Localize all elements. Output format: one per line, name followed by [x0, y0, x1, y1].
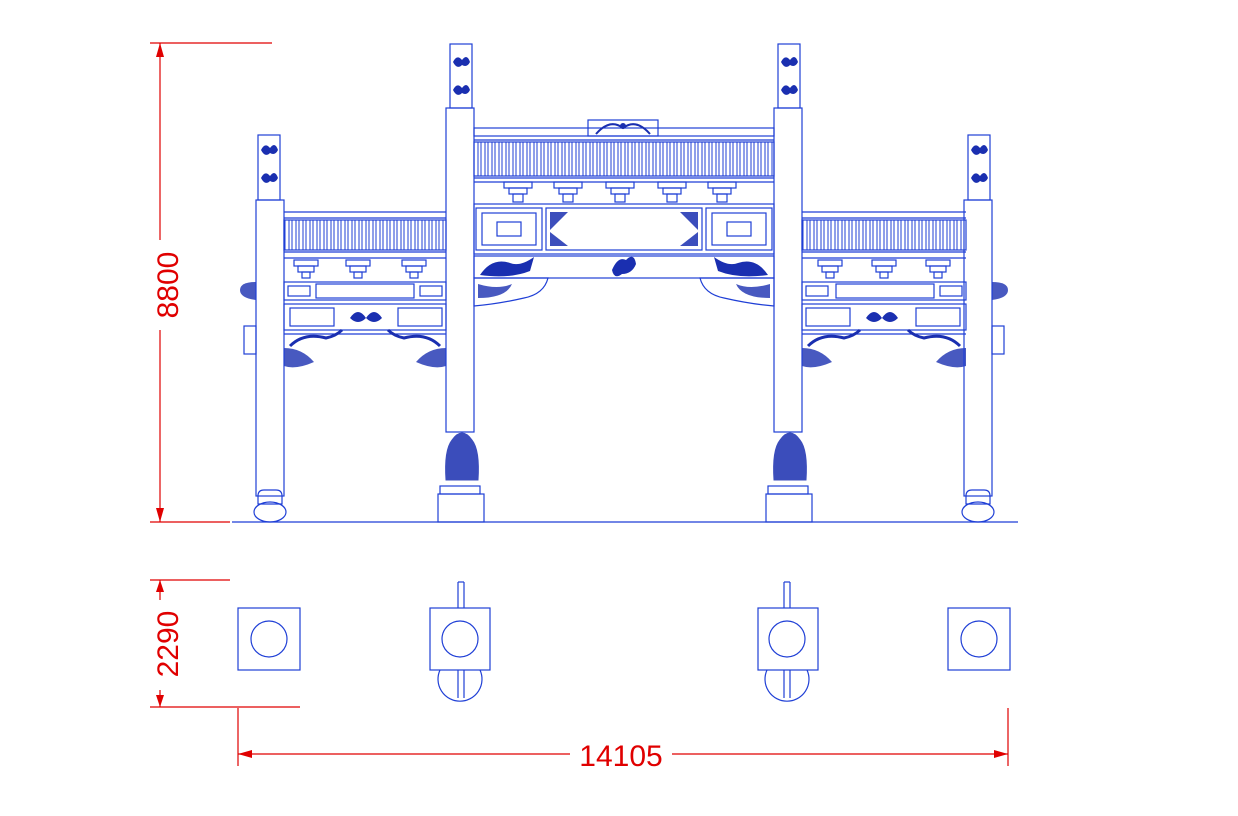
bracket-set [293, 259, 319, 279]
dimension-width: 14105 [237, 708, 1009, 773]
plan-footing-right-outer [947, 607, 1011, 671]
cloud-carving [971, 144, 988, 155]
pillar-right-inner [765, 43, 813, 523]
cloud-carving [781, 84, 798, 95]
dimension-height-label: 8800 [152, 252, 185, 319]
bracket-set [553, 181, 583, 203]
cloud-carving [261, 144, 278, 155]
cloud-carving [781, 56, 798, 67]
cloud-carving [453, 56, 470, 67]
bracket-set [345, 259, 371, 279]
dimension-height: 8800 [150, 42, 272, 523]
pillar-left-outer [253, 134, 287, 523]
plan-view [237, 581, 1011, 702]
bracket-set [707, 181, 737, 203]
dimension-depth-label: 2290 [152, 611, 185, 678]
bracket-set [657, 181, 687, 203]
bracket-set [871, 259, 897, 279]
pillar-left-inner [437, 43, 485, 523]
pillar-right-outer [961, 134, 995, 523]
cloud-carving [971, 172, 988, 183]
right-side-roof [801, 211, 967, 368]
plan-footing-left-outer [237, 607, 301, 671]
plan-footing-left-inner [429, 581, 491, 702]
dimension-width-label: 14105 [579, 740, 662, 773]
bracket-sets [293, 181, 951, 279]
plan-footing-right-inner [757, 581, 819, 702]
dimension-depth: 2290 [150, 579, 300, 708]
cloud-carving [453, 84, 470, 95]
bracket-set [605, 181, 635, 203]
dimension-lines: 8800 2290 14105 [150, 42, 1009, 773]
bracket-set [503, 181, 533, 203]
outer-side-brackets [240, 282, 1008, 355]
bracket-set [817, 259, 843, 279]
central-beam [473, 203, 775, 307]
bracket-set [401, 259, 427, 279]
front-elevation [232, 43, 1018, 523]
central-roof [293, 119, 951, 279]
left-side-roof [283, 211, 447, 368]
cloud-carving [261, 172, 278, 183]
ridge-ornament [587, 119, 659, 137]
bracket-set [925, 259, 951, 279]
cloud-carvings [261, 56, 988, 183]
